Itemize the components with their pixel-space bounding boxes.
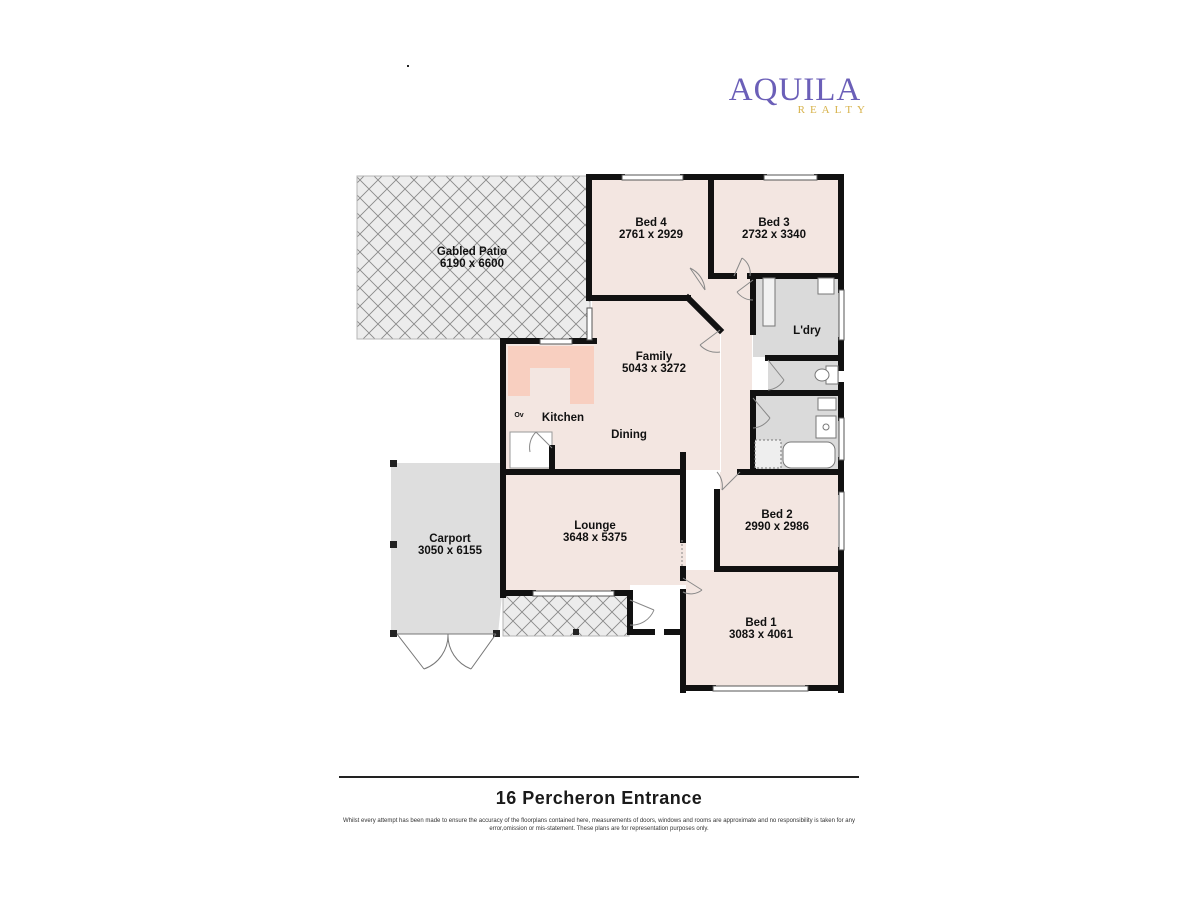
bed3-name: Bed 3 [758, 217, 789, 229]
logo-wordmark: AQUILA [728, 72, 862, 108]
carport-gate [396, 633, 497, 670]
walls [500, 174, 844, 693]
family-name: Family [636, 351, 673, 363]
bed4-name: Bed 4 [635, 217, 667, 229]
kitchen-name: Kitchen [542, 412, 584, 424]
agency-logo: AQUILA REALTY [720, 72, 870, 120]
patio-area [356, 175, 591, 340]
patio-size: 6190 x 6600 [440, 258, 504, 270]
laundry-name: L'dry [793, 325, 821, 337]
bed4-size: 2761 x 2929 [619, 229, 683, 241]
lounge-name: Lounge [574, 520, 616, 532]
family-size: 5043 x 3272 [622, 363, 686, 375]
carport-area [391, 463, 502, 634]
oven-label: Ov [514, 412, 523, 419]
room-floors [506, 180, 839, 688]
bed2-size: 2990 x 2986 [745, 521, 809, 533]
lounge-size: 3648 x 5375 [563, 532, 628, 544]
porch-post [573, 629, 579, 635]
patio-name: Gabled Patio [437, 246, 507, 258]
carport-posts [390, 460, 500, 637]
carport-size: 3050 x 6155 [418, 545, 483, 557]
disclaimer-text: Whilst every attempt has been made to en… [343, 818, 855, 832]
porch-area [502, 593, 630, 637]
stray-mark [407, 65, 409, 67]
title-divider [339, 776, 859, 778]
bed1-size: 3083 x 4061 [729, 629, 794, 641]
fixtures [754, 277, 839, 469]
doors [529, 257, 785, 626]
property-address: 16 Percheron Entrance [495, 788, 703, 808]
bed3-size: 2732 x 3340 [742, 229, 806, 241]
carport-name: Carport [429, 533, 471, 545]
dining-name: Dining [611, 429, 647, 441]
bed2-name: Bed 2 [761, 509, 792, 521]
logo-tagline: REALTY [797, 104, 870, 116]
windows [532, 174, 845, 692]
bed1-name: Bed 1 [745, 617, 777, 629]
